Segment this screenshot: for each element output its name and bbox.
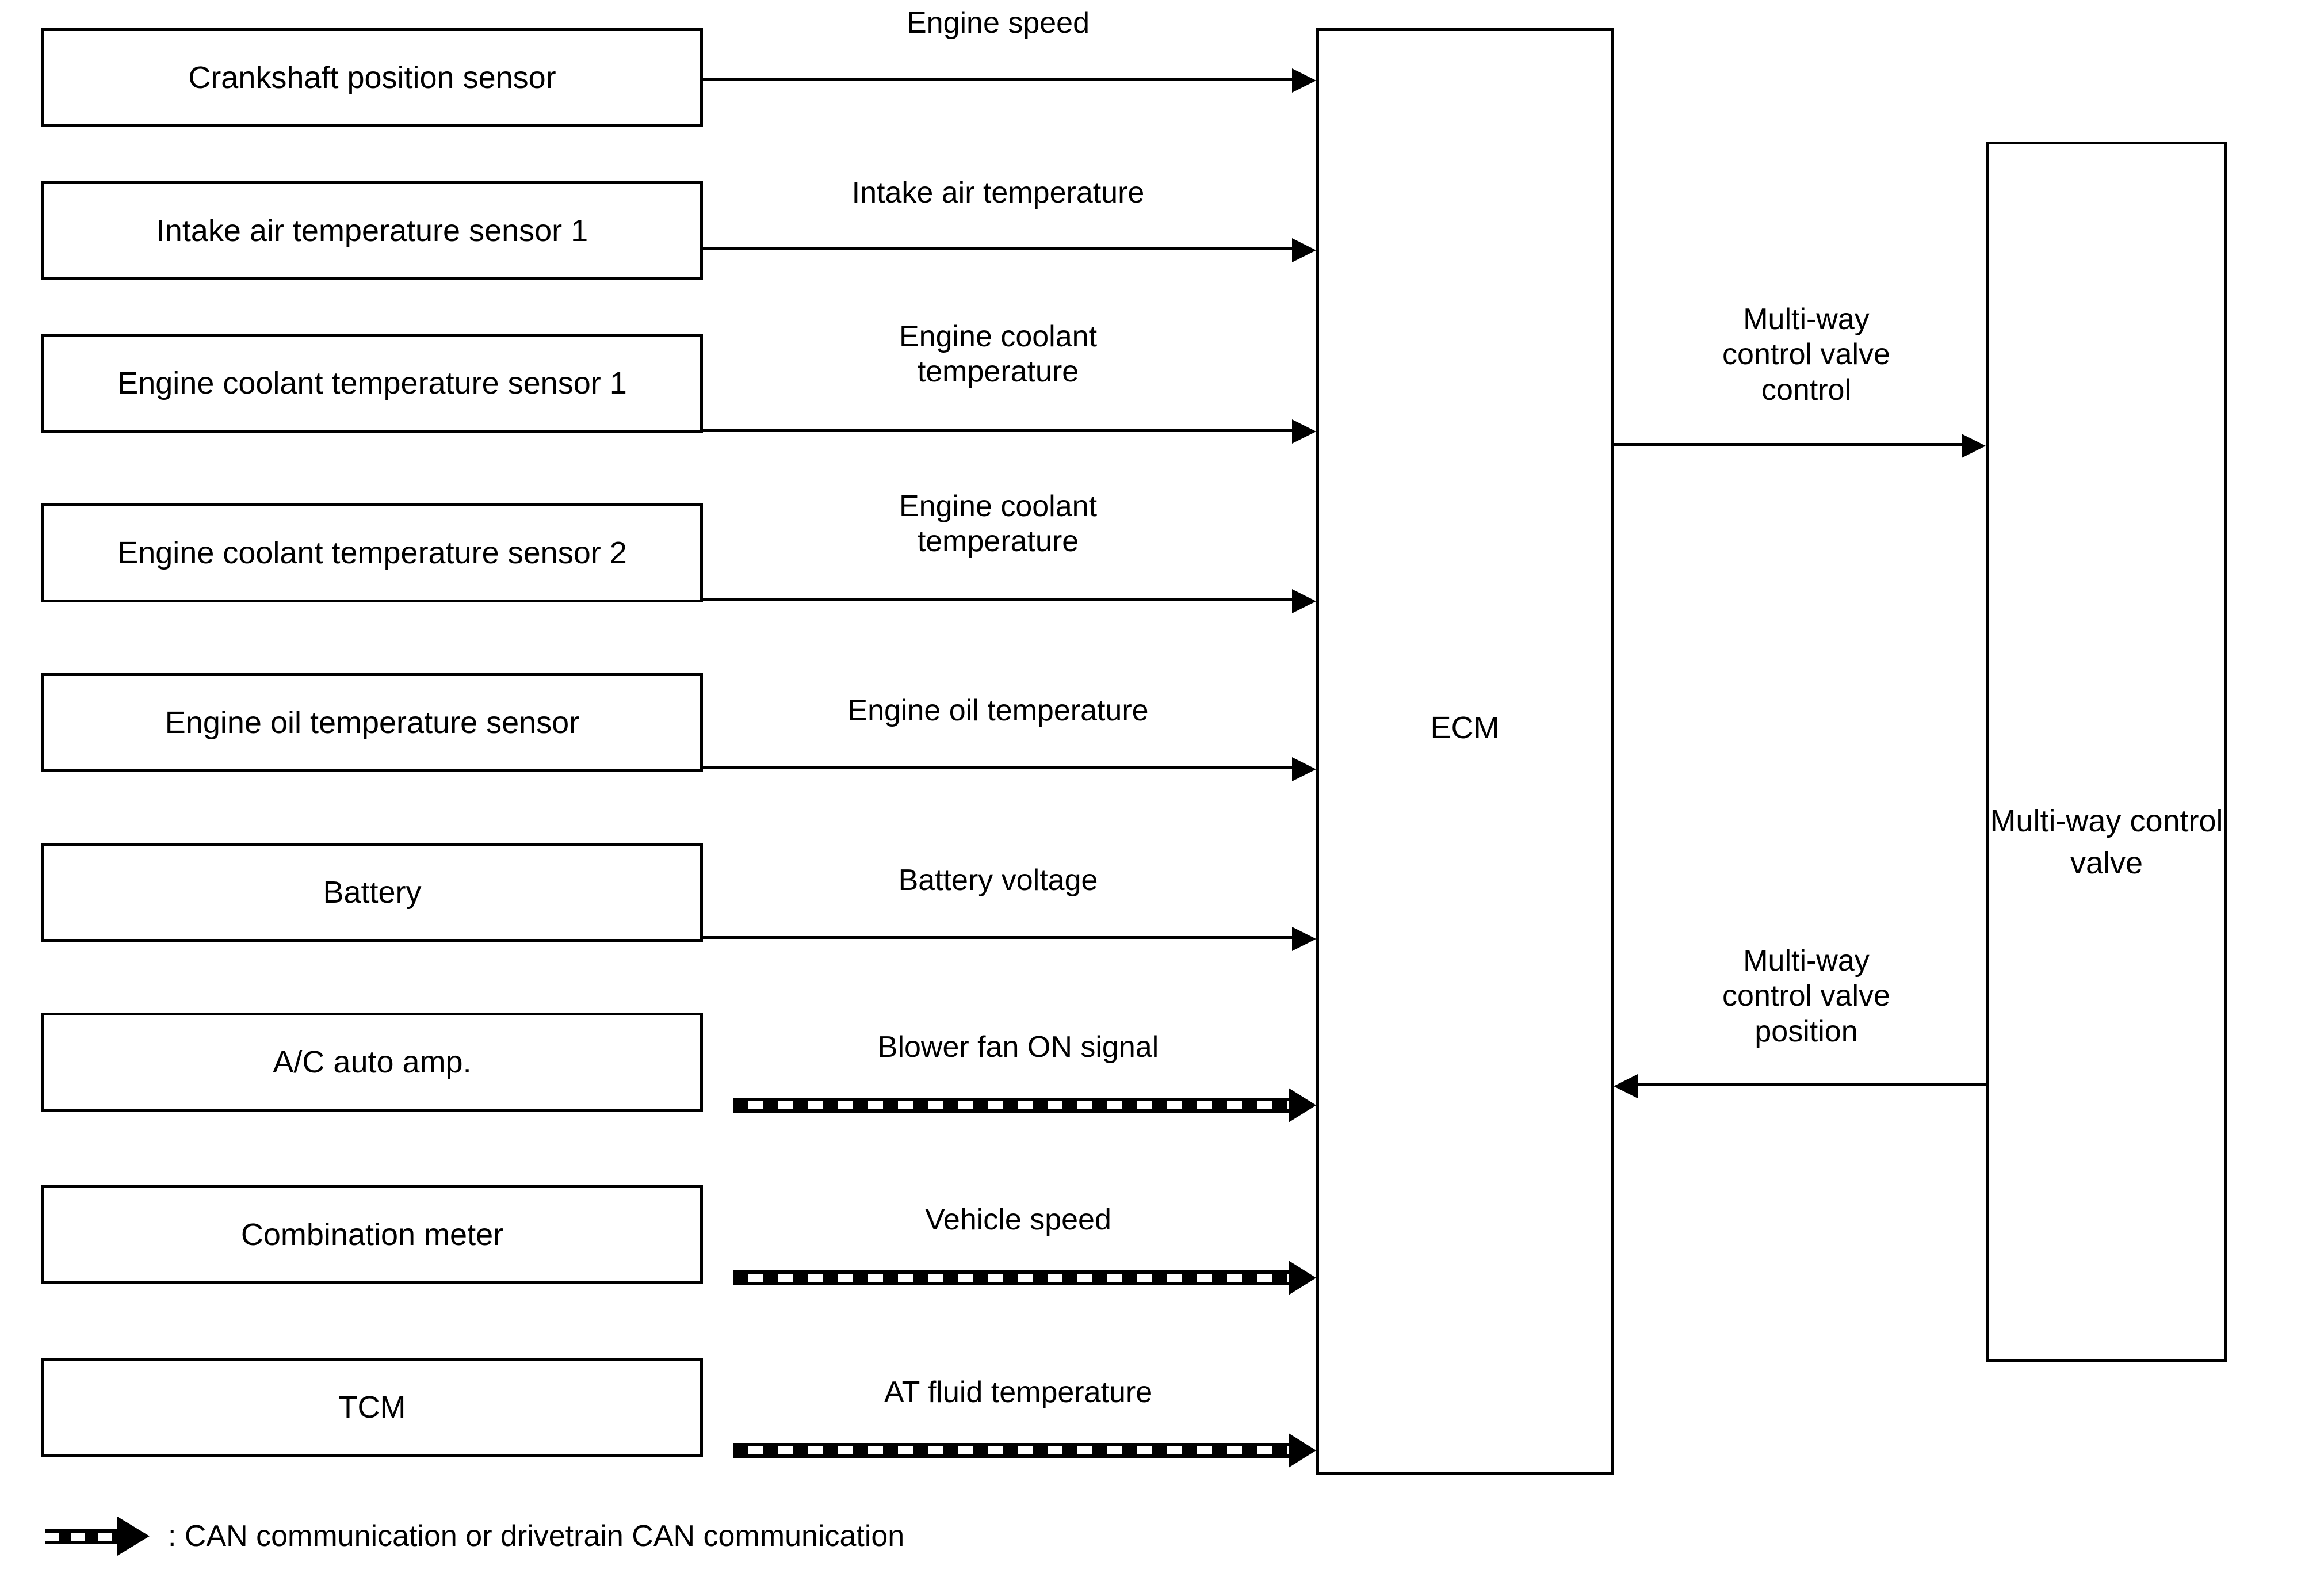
source-box-label: TCM <box>338 1389 406 1425</box>
legend: : CAN communication or drivetrain CAN co… <box>45 1517 905 1556</box>
source-box-label: Engine coolant temperature sensor 1 <box>117 365 627 400</box>
can-dashed-bar <box>733 1270 1289 1285</box>
can-arrow-vehicle-speed <box>733 1261 1316 1295</box>
signal-label-vehicle-speed: Vehicle speed <box>925 1203 1111 1236</box>
legend-arrowhead-icon <box>117 1517 150 1556</box>
can-arrowhead-icon <box>1289 1433 1316 1468</box>
can-arrow-blower-fan-on-signal <box>733 1088 1316 1122</box>
signal-arrow-multi-way-control-valve-control <box>1614 434 1986 458</box>
signal-arrow-intake-air-temperature <box>703 238 1316 262</box>
multi-way-control-valve-label: Multi-way control valve <box>1990 804 2223 880</box>
source-box-combination-meter[interactable]: Combination meter <box>41 1185 703 1284</box>
source-box-label: Combination meter <box>240 1217 504 1252</box>
source-box-label: Crankshaft position sensor <box>188 60 556 95</box>
signal-label-at-fluid-temperature: AT fluid temperature <box>884 1376 1153 1409</box>
signal-arrow-battery-voltage <box>703 927 1316 951</box>
signal-arrow-engine-coolant-temperature-2 <box>703 589 1316 613</box>
signal-label-blower-fan-on-signal: Blower fan ON signal <box>877 1030 1159 1064</box>
signal-label-multi-way-control-valve-control: Multi-way control valve control <box>1722 303 1890 407</box>
legend-label: : CAN communication or drivetrain CAN co… <box>168 1519 905 1553</box>
ecm-label: ECM <box>1430 711 1500 745</box>
can-communication-arrow-icon <box>45 1517 160 1556</box>
source-box-label: Engine coolant temperature sensor 2 <box>117 535 627 570</box>
signal-label-intake-air-temperature: Intake air temperature <box>851 176 1145 209</box>
signal-label-engine-oil-temperature: Engine oil temperature <box>847 694 1149 727</box>
can-dashed-bar <box>733 1098 1289 1113</box>
source-box-label: Intake air temperature sensor 1 <box>156 213 588 248</box>
signal-label-multi-way-control-valve-position: Multi-way control valve position <box>1722 944 1890 1048</box>
signal-label-engine-coolant-temperature-2: Engine coolant temperature <box>899 490 1098 559</box>
can-arrowhead-icon <box>1289 1261 1316 1295</box>
signal-arrow-engine-coolant-temperature-1 <box>703 419 1316 444</box>
source-box-engine-oil-temperature-sensor[interactable]: Engine oil temperature sensor <box>41 673 703 772</box>
signal-label-battery-voltage: Battery voltage <box>898 864 1098 897</box>
source-box-label: A/C auto amp. <box>273 1044 472 1079</box>
source-box-engine-coolant-temperature-sensor-2[interactable]: Engine coolant temperature sensor 2 <box>41 503 703 602</box>
signal-label-engine-coolant-temperature-1: Engine coolant temperature <box>899 320 1098 389</box>
can-arrow-at-fluid-temperature <box>733 1433 1316 1468</box>
can-dashed-bar <box>733 1443 1289 1458</box>
multi-way-control-valve-box[interactable]: Multi-way control valve <box>1986 142 2227 1362</box>
source-box-ac-auto-amp[interactable]: A/C auto amp. <box>41 1013 703 1112</box>
source-box-tcm[interactable]: TCM <box>41 1358 703 1457</box>
source-box-crankshaft-position-sensor[interactable]: Crankshaft position sensor <box>41 28 703 127</box>
signal-arrow-engine-speed <box>703 68 1316 93</box>
signal-arrow-multi-way-control-valve-position <box>1614 1074 1986 1098</box>
signal-arrow-engine-oil-temperature <box>703 757 1316 781</box>
source-box-label: Engine oil temperature sensor <box>165 705 580 740</box>
source-box-engine-coolant-temperature-sensor-1[interactable]: Engine coolant temperature sensor 1 <box>41 334 703 433</box>
can-arrowhead-icon <box>1289 1088 1316 1122</box>
signal-label-engine-speed: Engine speed <box>906 6 1090 40</box>
legend-dashed-bar <box>45 1529 121 1544</box>
source-box-label: Battery <box>323 875 422 910</box>
source-box-intake-air-temperature-sensor-1[interactable]: Intake air temperature sensor 1 <box>41 181 703 280</box>
ecm-box[interactable]: ECM <box>1316 28 1614 1475</box>
source-box-battery[interactable]: Battery <box>41 843 703 942</box>
